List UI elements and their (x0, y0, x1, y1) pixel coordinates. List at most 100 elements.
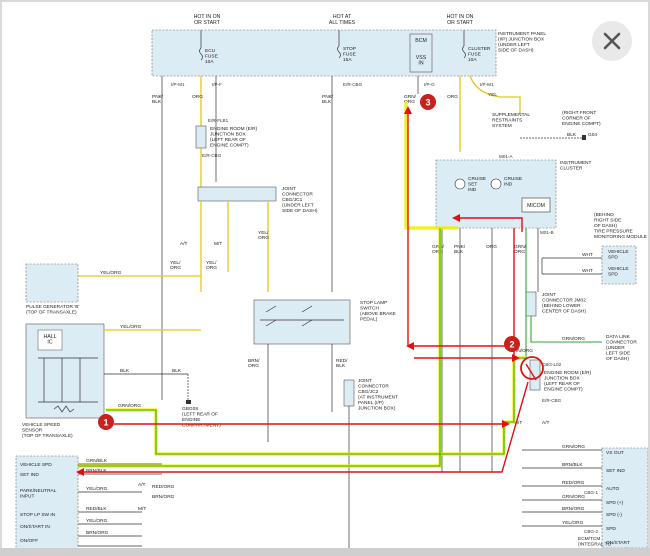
wire-label-mt-2: M/T (514, 420, 522, 426)
wire-label-blk-gbg: BLK (172, 368, 182, 374)
vehicle-speed-sensor-box (25, 323, 105, 419)
gbg08-ground-icon (186, 400, 191, 404)
red-arrowhead-1 (502, 420, 510, 428)
red-arrow-micom (458, 217, 523, 232)
ecm-pin-label: SPD (+) (606, 500, 624, 506)
wire-label-brn-org-2: BRN/ORG (152, 494, 175, 500)
wire-label-yel-org-b: YEL/ORG (206, 260, 217, 271)
wire-label-blk-g04: BLK (567, 132, 577, 138)
wire-label-pnk-blk-c2: PNK/BLK (454, 244, 466, 255)
conn-er-cbg-top: E/R-CBG (343, 82, 363, 87)
hall-ic-chip (37, 329, 63, 351)
pulse-generator-box (25, 263, 79, 303)
cruise-ind-lamp-icon (490, 178, 502, 190)
instrument-cluster (435, 159, 557, 229)
left-control-module (15, 455, 79, 551)
micom-label: MICOM (527, 203, 545, 209)
wire-ecm-bus (522, 449, 602, 527)
ecm-pin-label: SPD (-) (606, 512, 622, 518)
wire-label-at-2: A/T (542, 420, 550, 426)
wire-label-yel-org-c: YEL/ORG (258, 230, 269, 241)
ecm-pin-label: ON/START (606, 540, 630, 546)
conn-ip-g: I/P-G (424, 82, 435, 87)
red-arrowhead-3 (404, 106, 412, 114)
wire-label-grn-org-c1: GRN/ORG (432, 244, 445, 255)
joint-connector-jc2 (343, 379, 355, 407)
highlight-vehicle-spd-circuit (78, 228, 442, 468)
tpms-module (601, 245, 637, 285)
conn-ip-m1b: I/P-M1 (480, 82, 494, 87)
ecm-pin-label: AUTO (606, 486, 620, 492)
wire-label-grn-org-ecm2: GRN/ORG (562, 494, 585, 500)
wire-label-yel-org-ecm: YEL/ORG (562, 520, 584, 526)
er-junction-box-2-label: ENGINE ROOM (E/R)JUNCTION BOX(LEFT REAR … (544, 370, 592, 393)
wire-label-grn-org-c4: GRN/ORG (514, 244, 527, 255)
ip-junction-box-label: INSTRUMENT PANEL(I/P) JUNCTION BOX(UNDER… (498, 31, 546, 54)
wire-label-org-1: ORG (192, 94, 203, 100)
callout-3-number: 3 (425, 98, 430, 108)
ip-junction-box (151, 29, 497, 77)
red-arrow-to-module (82, 381, 529, 473)
wire-label-mt-1: M/T (214, 241, 222, 247)
conn-er-cbg: E/R-CBG (202, 153, 222, 158)
wire-grn-org-vehicle-spd (78, 228, 441, 467)
close-icon (603, 32, 621, 50)
wire-stop-lamp-out (267, 344, 333, 442)
left-module-pin-label: SET IND (20, 472, 39, 478)
conn-cbg-1: CBG-1 (584, 490, 598, 495)
wire-label-brn-blk-ecm: BRN/BLK (562, 462, 583, 468)
conn-m01-b: M01-B (540, 230, 554, 235)
highlight-vss-circuit (106, 356, 526, 456)
wire-label-red-org-ecm: RED/ORG (562, 480, 585, 486)
er-junction-box-2 (529, 359, 541, 391)
conn-er-flb1: E/R-FLB1 (208, 118, 229, 123)
g04-ground-icon (582, 135, 586, 140)
wire-label-red-blk-1: RED/BLK (336, 358, 348, 369)
wire-label-wht-1: WHT (582, 252, 593, 258)
wire-label-red-blk-stop: RED/BLK (86, 506, 107, 512)
wire-label-grn-blk: GRN/BLK (86, 458, 108, 464)
wire-label-yel-org-on: YEL/ORG (86, 518, 108, 524)
red-arrows (76, 106, 537, 476)
bcm-label: BCM (415, 38, 427, 44)
wire-label-mt-3: M/T (138, 506, 146, 512)
close-button[interactable] (592, 21, 632, 61)
wire-label-brn-org-1: BRN/ORG (248, 358, 260, 369)
left-module-pin-label: STOP LP SW IN (20, 512, 56, 518)
red-arrowhead-4 (452, 214, 460, 222)
left-module-pin-label: ON/OFF (20, 538, 38, 544)
wire-label-grn-org-ecm: GRN/ORG (562, 444, 585, 450)
conn-er-cbg-2: E/R-CBG (542, 398, 562, 403)
er-junction-box-small (195, 125, 207, 149)
wire-label-grn-org-dlc: GRN/ORG (562, 336, 585, 342)
callout-1: 1 (98, 414, 114, 430)
red-arrowhead-5 (512, 354, 520, 362)
stop-lamp-switch (253, 299, 351, 345)
joint-connector-jm02 (525, 291, 537, 317)
left-module-pin-label: ON/START IN (20, 524, 50, 530)
wire-grn-org-vss (106, 357, 526, 455)
wire-label-pnk-blk-1: PNK/BLK (152, 94, 164, 105)
wire-wht-jm02 (537, 228, 543, 292)
callout-3: 3 (420, 94, 436, 110)
